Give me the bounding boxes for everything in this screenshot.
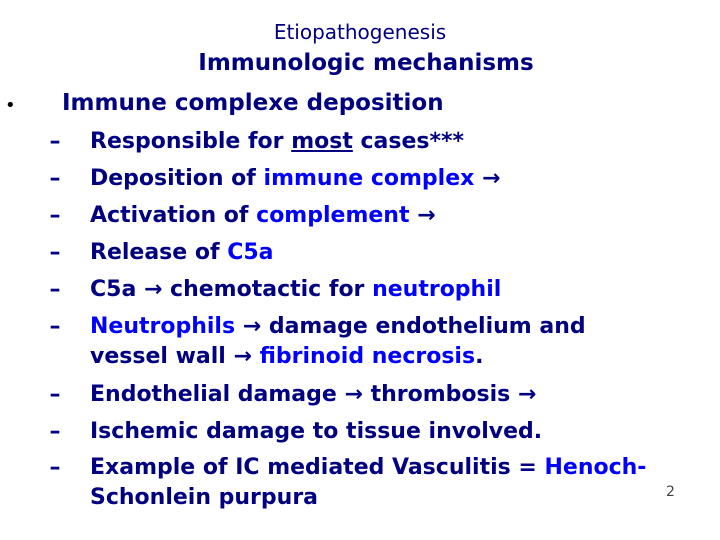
item-text: Deposition of — [90, 166, 264, 191]
item-text: Schonlein purpura — [90, 485, 319, 510]
item-highlight: neutrophil — [372, 277, 502, 302]
item-highlight: fibrinoid necrosis — [259, 344, 476, 369]
item-text: Release of — [90, 240, 228, 265]
dash-marker: – — [49, 203, 61, 228]
item-text: vessel wall → — [90, 344, 260, 369]
dash-marker: – — [49, 314, 61, 339]
item-text: cases*** — [352, 129, 465, 154]
slide-supertitle: Etiopathogenesis — [273, 20, 447, 44]
item-text: → — [474, 166, 501, 191]
item-text: Responsible for — [90, 129, 292, 154]
item-text: → damage endothelium and — [235, 314, 586, 339]
item-text: Example of IC mediated Vasculitis = — [90, 455, 545, 480]
item-text: . — [475, 344, 484, 369]
item-text: → — [409, 203, 436, 228]
item-text: Ischemic damage to tissue involved. — [90, 419, 543, 444]
list-item: – Endothelial damage → thrombosis → — [0, 382, 720, 418]
list-item: – C5a → chemotactic for neutrophil — [0, 277, 720, 313]
dash-marker: – — [49, 166, 61, 191]
dash-marker: – — [49, 277, 61, 302]
list-item: – Release of C5a — [0, 240, 720, 276]
slide-title: Immunologic mechanisms — [198, 50, 534, 76]
list-item: – Neutrophils → damage endothelium and — [0, 314, 720, 350]
list-item: – Example of IC mediated Vasculitis = He… — [0, 455, 720, 491]
page-number: 2 — [666, 484, 675, 500]
list-item-continuation: Schonlein purpura — [0, 485, 720, 521]
list-item-continuation: vessel wall → fibrinoid necrosis. — [0, 344, 720, 380]
main-heading: Immune complexe deposition — [62, 90, 444, 116]
list-item: – Ischemic damage to tissue involved. — [0, 419, 720, 455]
dash-marker: – — [49, 382, 61, 407]
dash-marker: – — [49, 240, 61, 265]
item-highlight: Henoch- — [544, 455, 647, 480]
item-highlight: immune complex — [263, 166, 475, 191]
item-highlight: Neutrophils — [90, 314, 236, 339]
item-underlined: most — [291, 129, 353, 154]
item-highlight: complement — [256, 203, 410, 228]
item-text: C5a → chemotactic for — [90, 277, 373, 302]
bullet-marker: • — [5, 95, 16, 116]
item-text: Endothelial damage → thrombosis → — [90, 382, 537, 407]
list-item: – Responsible for most cases*** — [0, 129, 720, 165]
dash-marker: – — [49, 455, 61, 480]
dash-marker: – — [49, 129, 61, 154]
item-highlight: C5a — [227, 240, 274, 265]
list-item: – Deposition of immune complex → — [0, 166, 720, 202]
dash-marker: – — [49, 419, 61, 444]
list-item: – Activation of complement → — [0, 203, 720, 239]
item-text: Activation of — [90, 203, 257, 228]
